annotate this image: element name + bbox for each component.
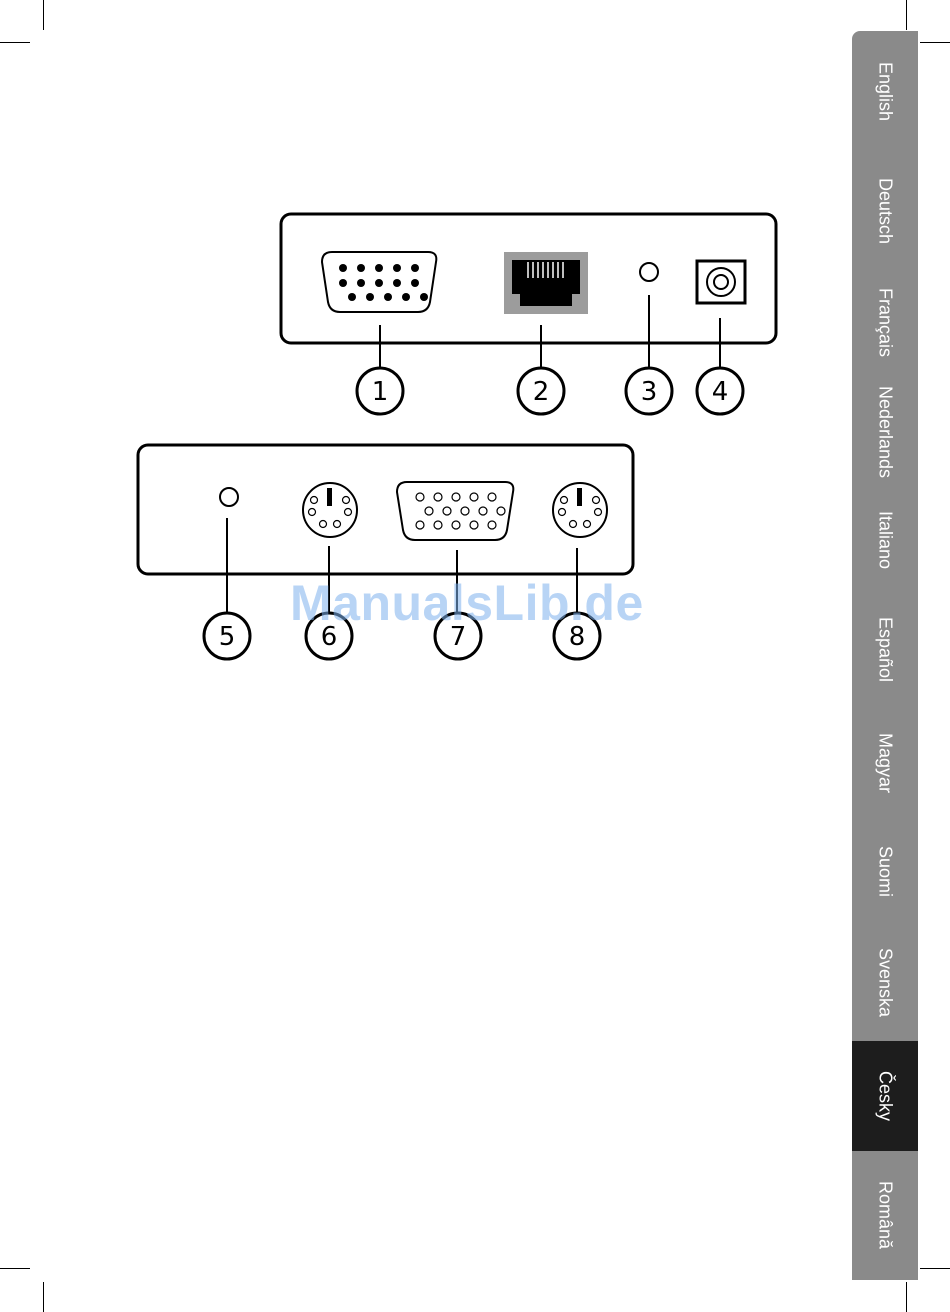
tab-svenska[interactable]: Svenska xyxy=(852,925,918,1041)
svg-text:3: 3 xyxy=(641,377,658,407)
tab-romana[interactable]: Română xyxy=(852,1151,918,1280)
tab-label: Suomi xyxy=(875,846,896,897)
ps2-port-icon xyxy=(553,483,607,537)
callout-2: 2 xyxy=(518,368,564,414)
tab-cesky[interactable]: Česky xyxy=(852,1041,918,1151)
bottom-panel xyxy=(138,445,633,574)
tab-label: Svenska xyxy=(875,948,896,1017)
tab-italiano[interactable]: Italiano xyxy=(852,487,918,593)
led-icon xyxy=(640,263,658,281)
tab-label: Deutsch xyxy=(875,178,896,244)
svg-text:5: 5 xyxy=(219,622,236,652)
tab-label: Română xyxy=(875,1181,896,1249)
dc-power-jack-icon xyxy=(697,261,745,303)
tab-nederlands[interactable]: Nederlands xyxy=(852,377,918,487)
svg-text:4: 4 xyxy=(712,377,729,407)
tab-label: Español xyxy=(875,617,896,682)
tab-magyar[interactable]: Magyar xyxy=(852,707,918,819)
tab-label: Français xyxy=(875,288,896,357)
crop-mark xyxy=(906,1282,907,1312)
tab-label: English xyxy=(875,62,896,121)
callout-4: 4 xyxy=(697,368,743,414)
tab-francais[interactable]: Français xyxy=(852,269,918,377)
crop-mark xyxy=(0,1268,30,1269)
vga-port-icon xyxy=(322,252,436,312)
callout-1: 1 xyxy=(357,368,403,414)
tab-espanol[interactable]: Español xyxy=(852,593,918,707)
callout-5: 5 xyxy=(204,613,250,659)
tab-label: Magyar xyxy=(875,733,896,793)
language-tab-strip: English Deutsch Français Nederlands Ital… xyxy=(852,31,918,1280)
crop-mark xyxy=(43,1282,44,1312)
crop-mark xyxy=(920,42,950,43)
led-icon xyxy=(220,488,238,506)
top-panel xyxy=(281,214,776,343)
tab-suomi[interactable]: Suomi xyxy=(852,819,918,925)
tab-label: Nederlands xyxy=(875,386,896,478)
ps2-port-icon xyxy=(303,483,357,537)
svg-text:2: 2 xyxy=(533,377,550,407)
tab-label: Česky xyxy=(875,1071,896,1121)
rj45-port-icon xyxy=(504,252,588,314)
watermark: ManualsLib.de xyxy=(290,574,670,632)
tab-label: Italiano xyxy=(875,511,896,569)
tab-deutsch[interactable]: Deutsch xyxy=(852,153,918,269)
crop-mark xyxy=(906,0,907,30)
tab-english[interactable]: English xyxy=(852,31,918,153)
svg-text:1: 1 xyxy=(372,377,389,407)
callout-3: 3 xyxy=(626,368,672,414)
vga-port-icon xyxy=(397,482,513,540)
crop-mark xyxy=(920,1268,950,1269)
